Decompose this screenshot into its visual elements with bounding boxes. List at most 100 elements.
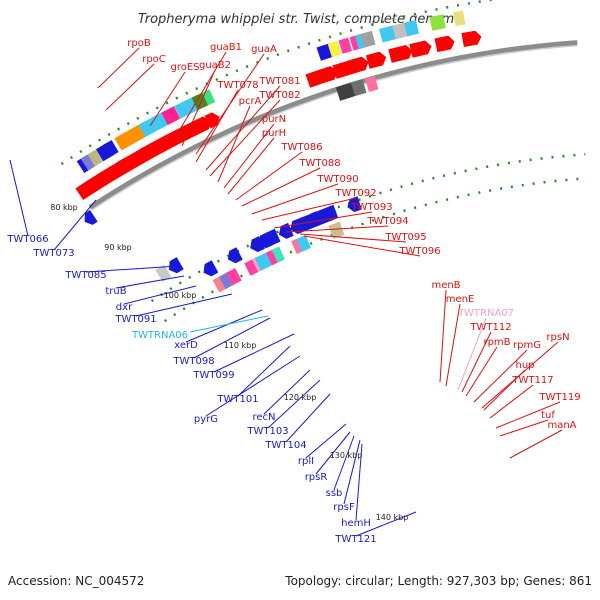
gene-feature <box>360 30 376 48</box>
gene-feature <box>103 139 119 157</box>
scale-ticks: 80 kbp 90 kbp 100 kbp 110 kbp 120 kbp 130 kbp… <box>50 203 408 522</box>
label-leader-line <box>185 309 263 343</box>
gene-label-reverse: recN <box>252 412 275 423</box>
gene-feature <box>365 75 379 92</box>
gene-feature <box>308 211 322 227</box>
gene-label-forward: TWT088 <box>298 158 340 169</box>
gene-feature <box>227 247 243 264</box>
label-leader-line <box>299 233 407 243</box>
gene-feature <box>250 236 265 253</box>
label-leader-line <box>227 137 275 195</box>
gene-label-reverse: rpsR <box>305 472 328 483</box>
label-leader-line <box>305 423 347 459</box>
gene-label-reverse: TWT101 <box>216 394 258 405</box>
gene-feature <box>327 40 342 58</box>
gene-label-reverse: hemH <box>341 518 371 529</box>
gene-label-forward: guaB1 <box>210 42 242 53</box>
gene-label-forward: TWT090 <box>316 174 358 185</box>
label-leader-line <box>315 431 351 475</box>
label-leader-line <box>333 435 355 491</box>
gene-feature <box>461 30 482 47</box>
label-leader-line <box>251 183 339 215</box>
label-leader-line <box>175 51 227 137</box>
gene-feature <box>350 79 367 97</box>
gene-feature <box>379 25 397 43</box>
gene-feature <box>392 22 410 40</box>
label-leader-line <box>237 345 291 397</box>
genome-backbone-highlight <box>91 44 578 211</box>
gene-label-forward: TWT082 <box>258 90 300 101</box>
gene-feature <box>244 258 260 276</box>
label-leader-line <box>181 69 216 147</box>
label-leader-line <box>189 315 269 333</box>
gene-feature <box>328 221 345 239</box>
label-leader-line <box>263 369 311 415</box>
label-leader-line <box>457 317 487 391</box>
label-leader-line <box>267 379 321 429</box>
gene-label-forward: TWT112 <box>469 322 511 333</box>
gene-label-forward: manA <box>547 420 576 431</box>
gene-label-reverse: TWT091 <box>114 314 156 325</box>
gene-label-forward: rpsN <box>546 332 569 343</box>
gene-label-reverse: rpsF <box>333 502 355 513</box>
gene-feature <box>155 264 172 282</box>
gene-label-forward: TWT119 <box>538 392 580 403</box>
gene-label-reverse: TWT103 <box>246 426 288 437</box>
label-leader-line <box>499 419 549 437</box>
dotted-guide-ring <box>150 153 586 303</box>
gene-label-forward: TWT092 <box>334 188 376 199</box>
gene-label-forward: hup <box>515 360 534 371</box>
gene-label-forward: TWT094 <box>366 216 408 227</box>
label-leader-line <box>261 197 357 221</box>
gene-label-rna: TWTRNA06 <box>131 330 188 341</box>
gene-label-forward: groES <box>170 62 199 73</box>
label-leader-line <box>213 333 295 373</box>
gene-feature <box>84 209 98 225</box>
gene-label-forward: TWT081 <box>258 76 300 87</box>
genome-backbone <box>88 40 578 210</box>
gene-label-reverse: dxr <box>116 302 133 313</box>
label-leader-line <box>149 71 186 127</box>
gene-label-forward: menE <box>446 294 475 305</box>
gene-feature <box>296 235 311 252</box>
gene-label-reverse: pyrG <box>194 414 218 425</box>
gene-feature <box>453 10 466 27</box>
gene-feature <box>335 82 356 101</box>
gene-label-forward: TWT117 <box>511 375 553 386</box>
scale-tick-label: 120 kbp <box>284 393 317 402</box>
scale-tick-label: 140 kbp <box>376 513 409 522</box>
label-leader-line <box>209 99 281 177</box>
scale-tick-label: 130 kbp <box>330 451 363 460</box>
label-leader-line <box>135 293 233 317</box>
gene-feature <box>404 20 419 37</box>
label-leader-line <box>97 47 140 89</box>
gene-feature <box>80 153 97 171</box>
gene-feature <box>263 228 281 246</box>
label-leader-line <box>445 303 461 387</box>
gene-feature <box>434 35 455 53</box>
accession-text: Accession: NC_004572 <box>8 574 144 588</box>
scale-tick-label: 100 kbp <box>164 291 197 300</box>
gene-label-forward: purH <box>262 128 286 139</box>
gene-feature <box>271 246 285 263</box>
label-leader-line <box>509 429 563 459</box>
gene-label-forward: rpoB <box>127 38 151 49</box>
scale-tick-label: 90 kbp <box>104 243 132 252</box>
scale-tick-label: 80 kbp <box>50 203 78 212</box>
label-leader-line <box>205 355 301 417</box>
label-leader-line <box>285 225 389 233</box>
label-leader-line <box>285 393 331 443</box>
label-leader-line <box>115 275 185 289</box>
gene-label-forward: TWT095 <box>384 232 426 243</box>
gene-label-reverse: TWT121 <box>334 534 376 545</box>
gene-feature <box>150 135 173 156</box>
scale-tick-label: 110 kbp <box>224 341 257 350</box>
gene-feature <box>203 260 219 277</box>
label-leader-line <box>439 289 447 383</box>
dotted-guide-ring <box>164 176 588 323</box>
topology-summary: Topology: circular; Length: 927,303 bp; … <box>284 574 592 588</box>
label-leader-line <box>495 401 561 429</box>
label-leader-line <box>465 346 498 397</box>
gene-feature <box>212 275 229 293</box>
label-leader-line <box>223 123 275 189</box>
